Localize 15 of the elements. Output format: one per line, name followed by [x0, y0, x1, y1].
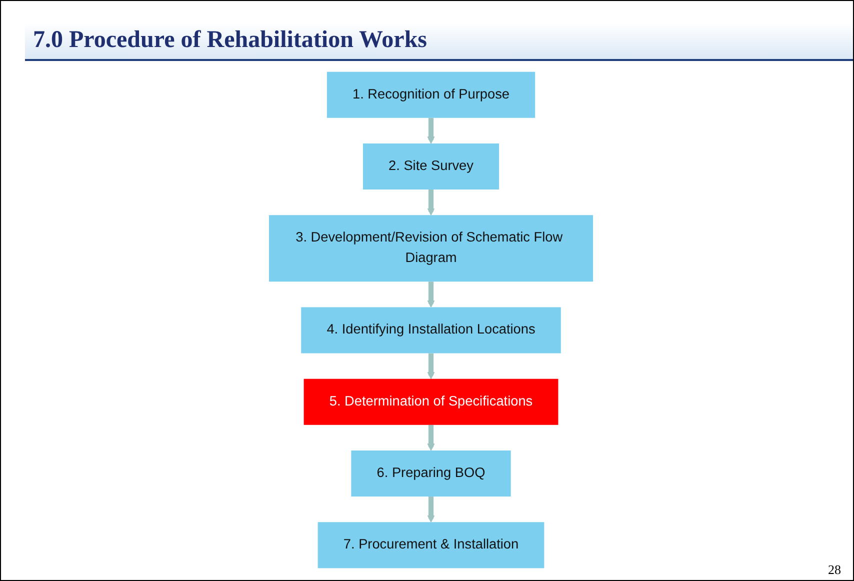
arrow — [427, 496, 435, 522]
node-box: 4. Identifying Installation Locations — [301, 307, 561, 354]
node-box: 6. Preparing BOQ — [351, 450, 511, 497]
page-number: 28 — [828, 562, 841, 578]
node-box: 3. Development/Revision of Schematic Flow Diagram — [268, 215, 594, 282]
arrow — [427, 117, 435, 144]
node-box: 2. Site Survey — [362, 143, 500, 190]
arrow — [427, 424, 435, 451]
node-box: 1. Recognition of Purpose — [326, 72, 536, 118]
node-box: 5. Determination of Specifications — [304, 378, 558, 425]
node-box: 7. Procurement & Installation — [318, 522, 544, 568]
slide-title: 7.0 Procedure of Rehabilitation Works — [25, 23, 853, 61]
arrow — [427, 189, 435, 216]
arrow — [427, 352, 435, 380]
arrow — [427, 281, 435, 308]
